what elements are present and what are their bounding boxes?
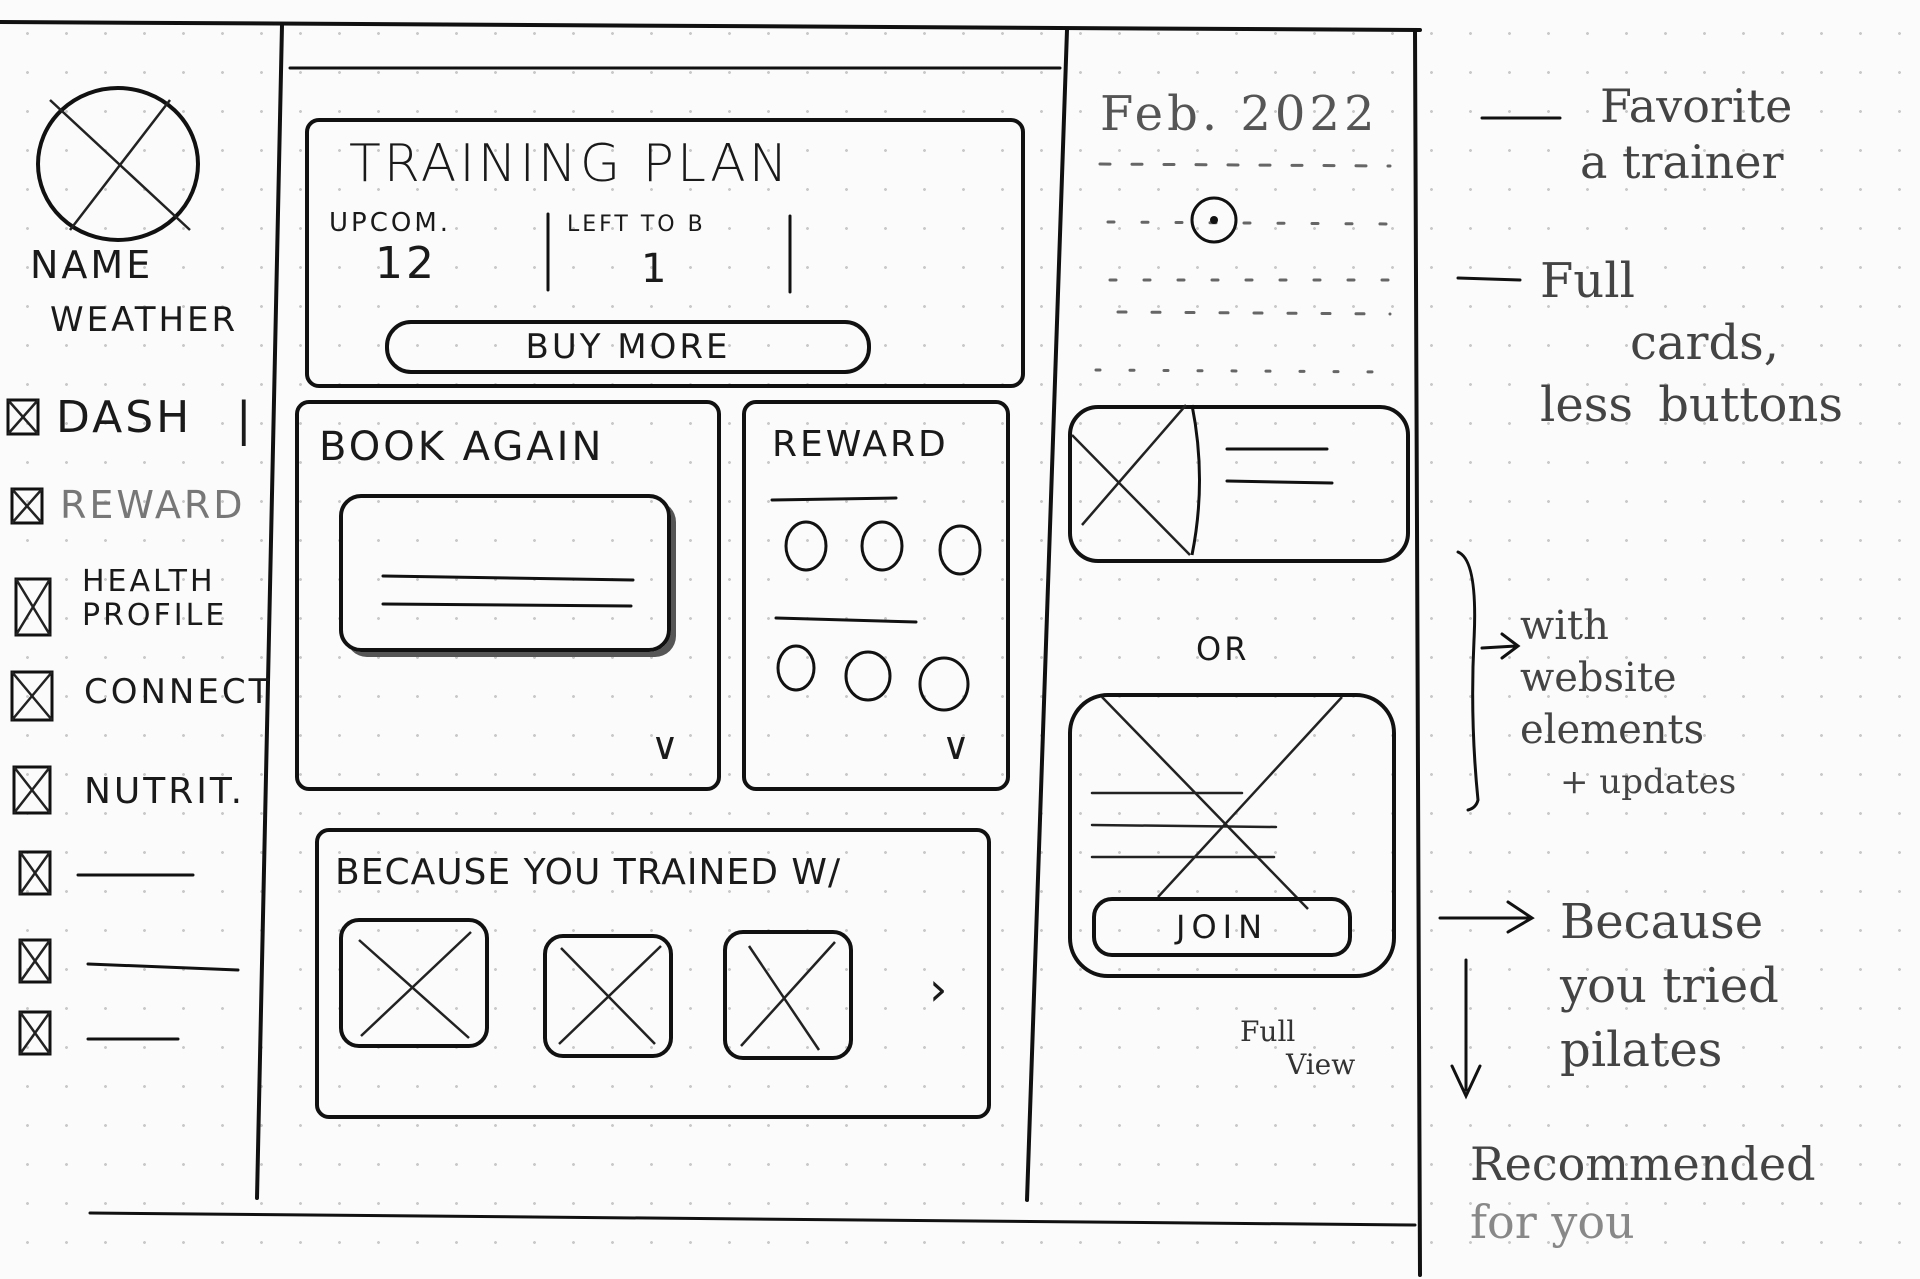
note-text: buttons (1658, 377, 1843, 433)
booking-item-lines (381, 574, 635, 608)
calendar-month: Feb. 2022 (1100, 86, 1379, 142)
note-full-cards: Full cards, less buttons (1540, 250, 1843, 436)
sidebar-item-label: CONNECT (84, 672, 273, 712)
nav-icon (18, 850, 52, 896)
upcoming-label: UPCOM. (329, 208, 452, 238)
note-recommended: Recommended for you (1470, 1135, 1816, 1251)
reward-card: REWARD ∨ (742, 400, 1010, 791)
nav-icon (12, 765, 52, 815)
note-website: with website elements + updates (1520, 600, 1736, 808)
sidebar-item-label: NUTRIT. (84, 771, 246, 812)
trainer-card-full[interactable]: JOIN (1068, 693, 1396, 978)
nav-icon (6, 398, 40, 436)
sidebar-item-label: HEALTH PROFILE (82, 564, 228, 633)
reward-badge-icon (844, 650, 892, 702)
join-label: JOIN (1176, 908, 1268, 946)
booking-item[interactable] (339, 494, 671, 652)
sidebar-item-label: REWARD (60, 483, 246, 527)
reward-badge-icon (776, 644, 816, 692)
nav-icon (10, 487, 44, 525)
full-view-line-1: Full (1240, 1015, 1296, 1048)
because-title: BECAUSE YOU TRAINED W/ (335, 852, 842, 893)
nav-icon (18, 1010, 52, 1056)
selected-day-icon (1190, 196, 1238, 244)
trainer-info-lines (1225, 447, 1334, 485)
book-again-title: BOOK AGAIN (319, 424, 605, 470)
note-favorite: Favorite a trainer (1580, 78, 1793, 190)
reward-badge-icon (784, 520, 828, 572)
note-text: Favorite (1600, 79, 1793, 133)
chevron-down-icon[interactable]: ∨ (651, 724, 682, 768)
chevron-right-icon[interactable]: › (929, 962, 951, 1016)
left-to-book-label: LEFT TO B (567, 212, 706, 237)
nav-icon (18, 938, 52, 984)
because-you-trained-card: BECAUSE YOU TRAINED W/ › (315, 828, 991, 1119)
trainer-thumb[interactable] (723, 930, 853, 1060)
upcoming-count: 12 (375, 238, 437, 289)
chevron-down-icon[interactable]: ∨ (942, 724, 973, 768)
reward-badge-icon (860, 520, 904, 572)
full-view-line-2: View (1286, 1048, 1356, 1081)
trainer-card-compact[interactable] (1068, 404, 1410, 563)
note-text: Because (1560, 894, 1764, 950)
calendar-grid (1094, 162, 1392, 374)
active-marker: | (236, 392, 255, 446)
sidebar-item-label: DASH (56, 392, 193, 443)
book-again-card: BOOK AGAIN ∨ (295, 400, 721, 791)
note-text: for you (1470, 1195, 1635, 1249)
reward-badge-icon (918, 656, 970, 712)
note-text: less (1540, 377, 1634, 433)
trainer-thumb[interactable] (543, 934, 673, 1059)
placeholder-line (86, 1037, 180, 1041)
trainer-image-icon (1071, 404, 1201, 556)
stat-divider (788, 214, 792, 294)
avatar (36, 86, 200, 242)
reward-title: REWARD (772, 424, 949, 465)
note-text: pilates (1560, 1022, 1723, 1078)
note-because-tried: Because you tried pilates (1560, 890, 1779, 1082)
full-view-note: Full View (1240, 1015, 1355, 1081)
nav-icon (10, 670, 54, 722)
trainer-image-icon (1090, 696, 1343, 910)
note-text: you tried (1560, 958, 1779, 1014)
reward-badges (770, 496, 982, 712)
training-plan-title: TRAINING PLAN (349, 134, 791, 194)
placeholder-line (86, 962, 240, 972)
note-text: with (1520, 603, 1609, 649)
buy-more-label: BUY MORE (525, 327, 731, 367)
stat-divider (546, 212, 550, 292)
weather-label: WEATHER (50, 300, 239, 340)
note-text: Recommended (1470, 1137, 1816, 1191)
left-to-book-count: 1 (641, 246, 670, 292)
reward-badge-icon (938, 524, 982, 576)
note-text: a trainer (1580, 135, 1784, 189)
note-text: cards, (1630, 315, 1780, 371)
buy-more-button[interactable]: BUY MORE (385, 320, 871, 374)
join-button[interactable]: JOIN (1092, 897, 1352, 957)
trainer-thumb[interactable] (339, 918, 489, 1048)
note-text: elements (1520, 707, 1705, 753)
note-text: + updates (1560, 762, 1737, 802)
or-divider: OR (1196, 630, 1250, 668)
nav-icon (14, 577, 52, 637)
note-text: Full (1540, 253, 1635, 309)
profile-name: NAME (30, 243, 154, 287)
note-text: website (1520, 655, 1677, 701)
placeholder-line (76, 873, 195, 877)
training-plan-card: TRAINING PLAN UPCOM. 12 LEFT TO B 1 BUY … (305, 118, 1025, 388)
